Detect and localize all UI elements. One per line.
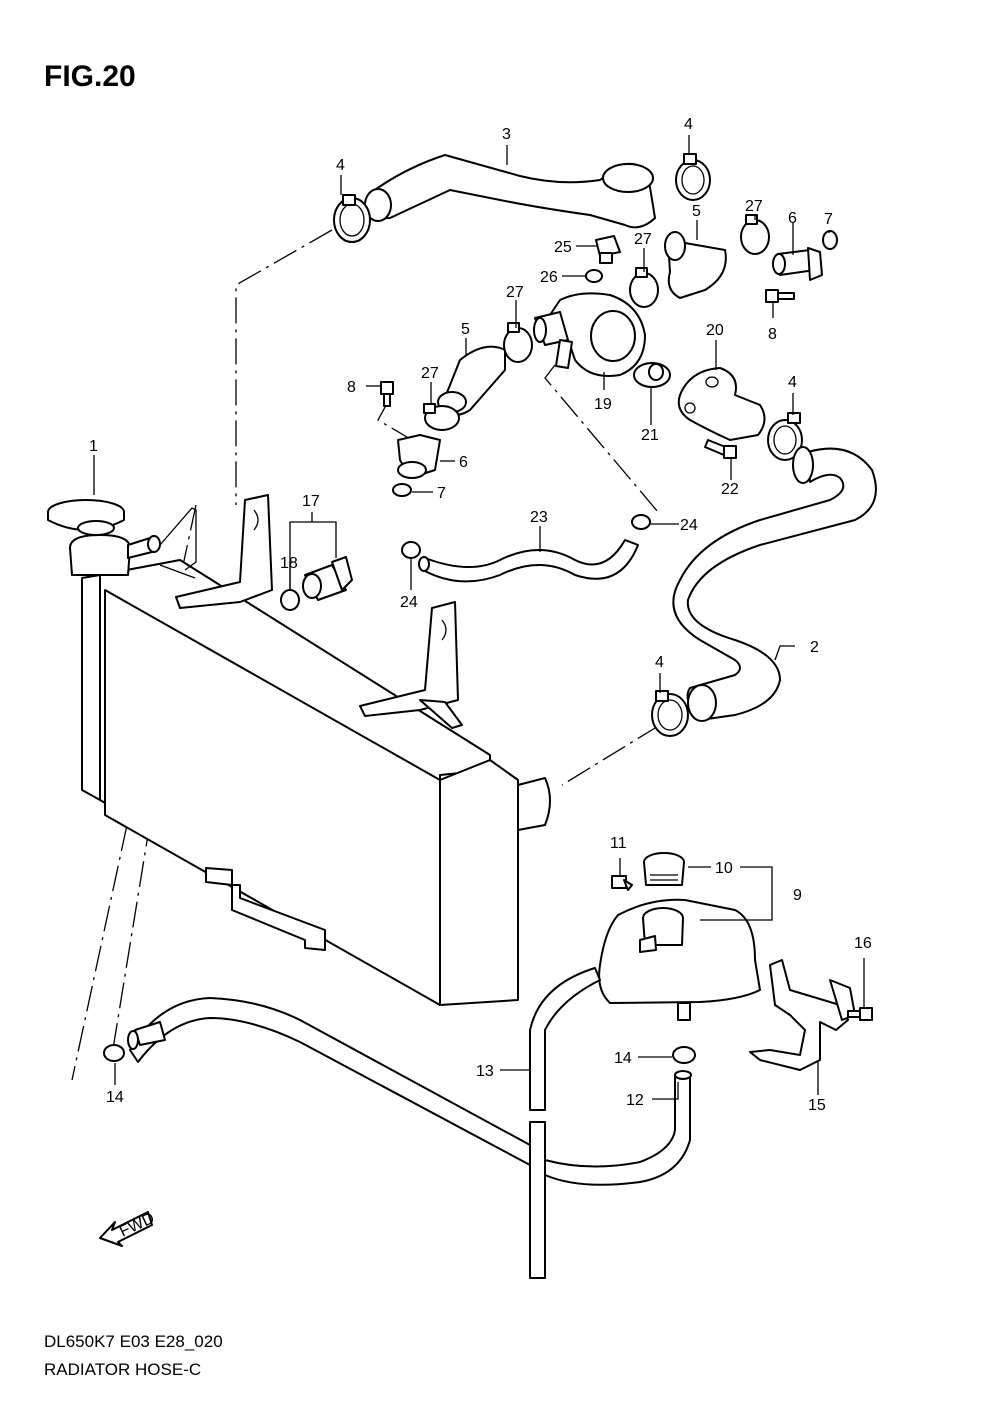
- callout-12: 12: [626, 1092, 644, 1109]
- hose-5-upper: [664, 231, 727, 299]
- overflow-hose-lower: [127, 997, 531, 1166]
- section-name: RADIATOR HOSE-C: [44, 1360, 202, 1379]
- thermo-switch: [302, 556, 353, 601]
- callout-10: 10: [715, 860, 733, 877]
- callout-4: 4: [788, 374, 797, 391]
- o-ring-7-upper: [822, 230, 838, 250]
- radiator-cap: [47, 499, 125, 536]
- callout-5: 5: [461, 321, 470, 338]
- clamp-4-top: [675, 153, 711, 201]
- bolt-11: [611, 875, 633, 891]
- callout-4: 4: [684, 116, 693, 133]
- fwd-arrow: FWD: [99, 1210, 157, 1247]
- hose-13: [529, 967, 601, 1279]
- callout-27: 27: [421, 365, 439, 382]
- callout-19: 19: [594, 396, 612, 413]
- callout-11: 11: [610, 835, 627, 852]
- clamp-27-c: [503, 322, 533, 363]
- clip-24-right: [631, 514, 651, 530]
- callout-5: 5: [692, 203, 701, 220]
- radiator-assembly: [69, 494, 551, 1006]
- thermostat-21: [633, 362, 671, 388]
- reservoir-cap-10: [643, 852, 685, 886]
- callout-7: 7: [437, 485, 446, 502]
- callout-26: 26: [540, 269, 558, 286]
- callout-9: 9: [793, 887, 802, 904]
- hose-5-lower: [437, 345, 506, 416]
- model-code: DL650K7 E03 E28_020: [44, 1332, 223, 1351]
- clamp-27-d: [423, 403, 460, 431]
- callout-7: 7: [824, 211, 833, 228]
- temperature-sensor-25: [595, 235, 621, 264]
- clamp-27-b: [629, 267, 659, 308]
- washer-26: [585, 269, 603, 283]
- thermostat-housing-19: [533, 292, 646, 377]
- callout-4: 4: [336, 157, 345, 174]
- callout-6: 6: [788, 210, 797, 227]
- callout-21: 21: [641, 427, 659, 444]
- callout-14: 14: [106, 1089, 124, 1106]
- callout-13: 13: [476, 1063, 494, 1080]
- bolt-8-lower: [380, 381, 394, 407]
- callout-27: 27: [745, 198, 763, 215]
- clamp-14-right: [672, 1046, 696, 1064]
- clamp-4-right: [767, 412, 803, 461]
- thermostat-cover-20: [677, 367, 766, 441]
- hose-2: [672, 446, 877, 722]
- bolt-8-upper: [765, 289, 795, 303]
- callout-24: 24: [680, 517, 698, 534]
- bracket-15: [749, 959, 856, 1071]
- hose-12: [544, 1070, 692, 1186]
- bolt-22: [704, 439, 737, 459]
- callout-1: 1: [89, 438, 98, 455]
- clamp-27-a: [740, 214, 770, 255]
- callout-27: 27: [634, 231, 652, 248]
- clamp-4-left: [333, 194, 371, 243]
- fitting-6-upper: [772, 247, 823, 281]
- callout-23: 23: [530, 509, 548, 526]
- callout-15: 15: [808, 1097, 826, 1114]
- leader-lines: [93, 135, 865, 1100]
- figure-title: FIG.20: [44, 60, 136, 93]
- callouts: 1 2 3 4 4 4 4 5 5 6 6 7 7 8 8 9 10 11 12…: [89, 116, 872, 1114]
- callout-25: 25: [554, 239, 572, 256]
- callout-6: 6: [459, 454, 468, 471]
- clamp-4-lower: [651, 690, 689, 737]
- callout-8: 8: [768, 326, 777, 343]
- callout-8: 8: [347, 379, 356, 396]
- callout-2: 2: [810, 639, 819, 656]
- clip-24-left: [401, 541, 421, 559]
- hose-3: [364, 154, 656, 229]
- reservoir-tank-9: [598, 898, 761, 1021]
- callout-18: 18: [280, 555, 298, 572]
- callout-14: 14: [614, 1050, 632, 1067]
- clamp-14-left: [103, 1044, 125, 1062]
- callout-24: 24: [400, 594, 418, 611]
- bolt-16: [847, 1007, 873, 1021]
- callout-27: 27: [506, 284, 524, 301]
- o-ring-7-lower: [392, 483, 412, 497]
- o-ring-18: [280, 589, 300, 611]
- callout-17: 17: [302, 493, 320, 510]
- fitting-6-lower: [397, 434, 441, 479]
- callout-22: 22: [721, 481, 739, 498]
- fwd-label: FWD: [117, 1210, 157, 1241]
- callout-4: 4: [655, 654, 664, 671]
- callout-20: 20: [706, 322, 724, 339]
- hose-23: [418, 539, 639, 583]
- callout-16: 16: [854, 935, 872, 952]
- callout-3: 3: [502, 126, 511, 143]
